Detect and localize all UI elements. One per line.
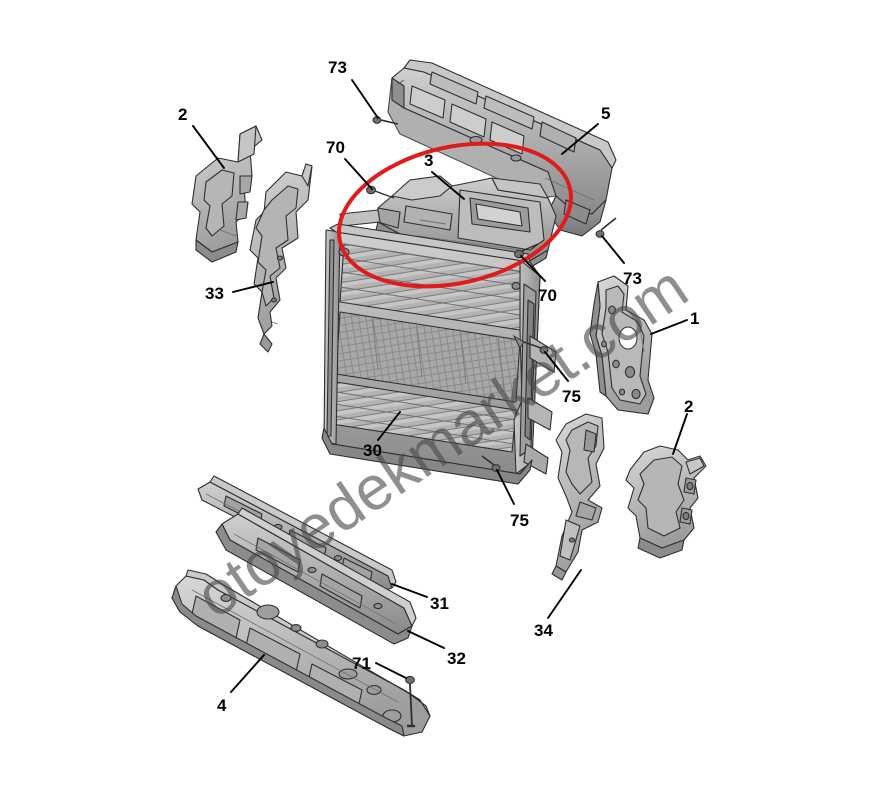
callout-label-73-top: 73 [328, 58, 347, 77]
leader-31 [391, 583, 428, 598]
callout-leaders [192, 79, 688, 693]
leader-71 [375, 662, 407, 679]
callout-label-2-left: 2 [178, 105, 188, 124]
callout-label-1: 1 [690, 309, 700, 328]
callout-label-75-upper: 75 [562, 387, 581, 406]
part-30-grille-shutter-assembly [321, 223, 557, 485]
callout-label-30: 30 [363, 441, 382, 460]
fastener-75-lower [481, 455, 501, 472]
leader-34 [547, 569, 582, 619]
part-1-side-bracket-right [589, 275, 655, 415]
callout-label-70-left: 70 [326, 138, 345, 157]
callout-label-70-right: 70 [538, 286, 557, 305]
callout-label-5: 5 [601, 104, 611, 123]
highlight-ellipse [337, 141, 573, 289]
leader-73-right [601, 235, 625, 264]
leader-30 [377, 411, 401, 441]
callout-label-32: 32 [447, 649, 466, 668]
leader-75-lower [496, 469, 515, 505]
callout-label-2-right: 2 [684, 397, 694, 416]
leader-5 [561, 123, 599, 155]
callout-label-4: 4 [217, 696, 227, 715]
callout-label-33: 33 [205, 284, 224, 303]
leader-2-left [192, 125, 225, 169]
leader-75-upper [544, 351, 569, 382]
leader-32 [407, 630, 445, 649]
leader-4 [230, 654, 265, 693]
leader-73-top [351, 79, 379, 119]
callout-label-75-lower: 75 [510, 511, 529, 530]
leader-33 [232, 281, 274, 293]
part-2-air-deflector-right [625, 445, 707, 559]
part-34-side-air-guide-right [551, 413, 605, 581]
callout-label-73-right: 73 [623, 269, 642, 288]
fastener-70-left [366, 185, 395, 199]
leader-70-right [520, 255, 546, 282]
leader-1 [650, 319, 688, 335]
callout-label-3: 3 [424, 151, 434, 170]
leader-2-right [672, 413, 688, 455]
callout-label-71: 71 [352, 654, 371, 673]
fastener-71-long-bolt [405, 675, 415, 728]
leader-3 [431, 171, 465, 200]
part-2-air-deflector-left [191, 125, 263, 263]
part-4-lower-crossmember-beam [171, 569, 431, 737]
fastener-75-upper [512, 334, 549, 354]
callout-label-31: 31 [430, 594, 449, 613]
part-32-upper-cover-panel [215, 507, 417, 645]
callout-label-34: 34 [534, 621, 553, 640]
leader-70-left [344, 158, 373, 190]
part-33-side-air-deflector-left [249, 163, 313, 353]
